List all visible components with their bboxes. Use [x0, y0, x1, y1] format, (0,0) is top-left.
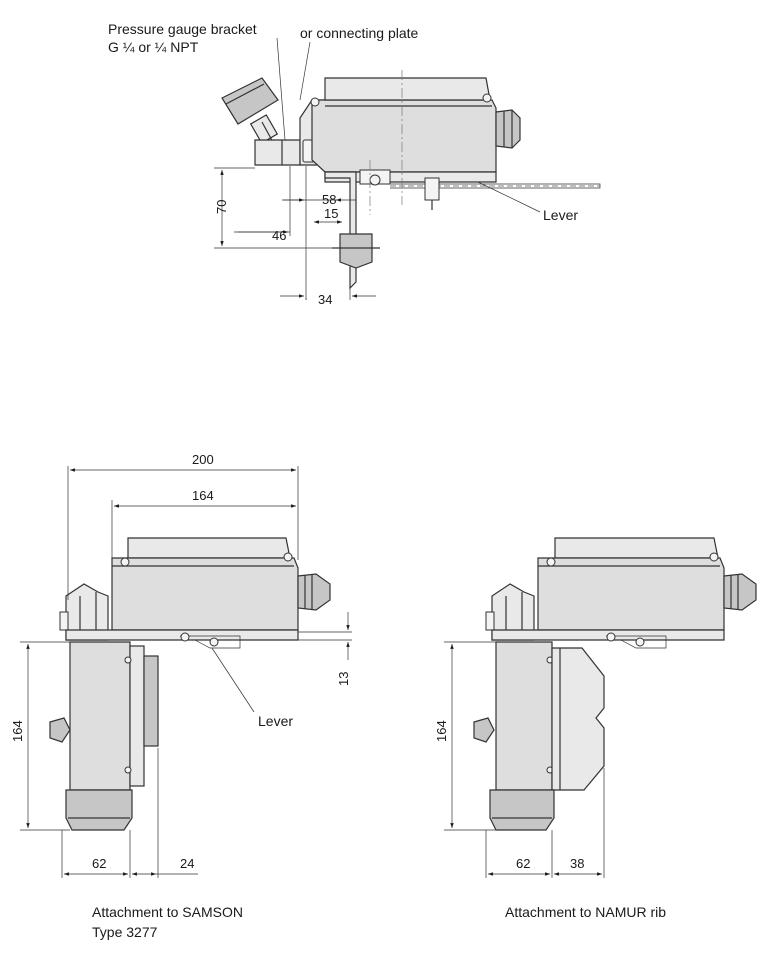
label-connecting-plate: or connecting plate [300, 25, 419, 41]
cable-gland [495, 109, 521, 149]
positioner-housing-namur [537, 557, 725, 631]
top-view-drawing: Pressure gauge bracket G ¼ or ¼ NPT or c… [108, 21, 601, 307]
gauge-bracket [254, 139, 301, 166]
dim-46: 46 [272, 228, 286, 243]
dim-164-width: 164 [192, 488, 214, 503]
pressure-gauge [221, 77, 279, 147]
namur-attachment-drawing: 164 62 38 [434, 537, 757, 878]
actuator-housing-namur [495, 641, 553, 791]
dim-38: 38 [570, 856, 584, 871]
dim-58: 58 [322, 192, 336, 207]
dim-34: 34 [318, 292, 332, 307]
positioner-housing-samson [111, 557, 299, 631]
dim-62-namur: 62 [516, 856, 530, 871]
dim-24: 24 [180, 856, 194, 871]
label-pressure-gauge-bracket: Pressure gauge bracket [108, 21, 257, 37]
namur-rib-block [551, 647, 605, 791]
label-lever-samson: Lever [258, 713, 293, 729]
label-pressure-gauge-thread: G ¼ or ¼ NPT [108, 39, 199, 55]
actuator-housing-samson [69, 641, 131, 791]
dim-15: 15 [324, 206, 338, 221]
cable-gland-namur [723, 573, 757, 611]
caption-namur: Attachment to NAMUR rib [505, 902, 666, 922]
dim-164-height: 164 [10, 720, 25, 742]
mounting-flange [324, 171, 357, 290]
dim-62-samson: 62 [92, 856, 106, 871]
caption-samson: Attachment to SAMSON Type 3277 [92, 902, 243, 942]
positioner-housing-top [311, 99, 497, 173]
dim-13: 13 [336, 672, 351, 686]
cable-gland-samson [297, 573, 331, 611]
label-lever-top: Lever [543, 207, 578, 223]
caption-namur-text: Attachment to NAMUR rib [505, 904, 667, 920]
dim-200: 200 [192, 452, 214, 467]
dim-70: 70 [214, 200, 229, 214]
caption-samson-line2: Type 3277 [92, 924, 158, 940]
caption-samson-line1: Attachment to SAMSON [92, 904, 243, 920]
samson-attachment-drawing: 200 164 13 164 62 24 Lever [10, 452, 352, 878]
dim-164-height-namur: 164 [434, 720, 449, 742]
